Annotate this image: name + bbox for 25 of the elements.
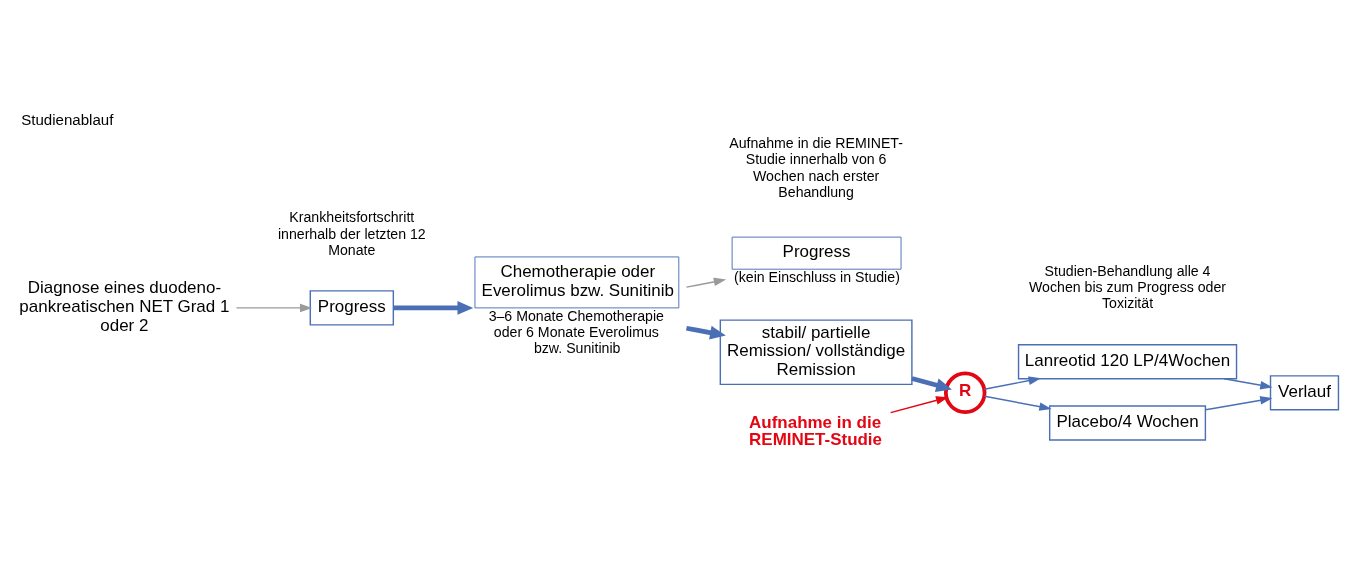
- node-label: 3–6 Monate Chemotherapie oder 6 Monate Everolimus bzw. Sunitinib: [488, 308, 664, 357]
- label: Krankheitsfortschritt innerhalb der letzten 12 Monate: [277, 209, 426, 258]
- node-box: Chemotherapie oder Everolimus bzw. Sunitinib: [474, 256, 680, 309]
- arrow: [911, 376, 952, 392]
- arrow: [685, 277, 727, 288]
- node-box: stabil/ partielle Remission/ vollständige Remission: [719, 319, 913, 386]
- arrow: [686, 325, 726, 340]
- arrow: [393, 300, 474, 315]
- node-text: Diagnose eines duodeno-pankreatischen NET Grad 1 oder 2: [19, 278, 230, 335]
- arrow: [1223, 378, 1273, 390]
- node-box: Progress: [731, 236, 902, 270]
- label: Aufnahme in die REMINET-Studie innerhalb von 6 Wochen nach erster Behandlung: [729, 135, 903, 200]
- node-circle: R: [944, 371, 987, 415]
- node-box: Lanreotid 120 LP/4Wochen: [1017, 344, 1238, 380]
- diagram-title: Studienablauf: [21, 110, 114, 128]
- node-box: Placebo/4 Wochen: [1048, 405, 1207, 441]
- label: Studien-Behandlung alle 4 Wochen bis zum Progress oder Toxizität: [1029, 263, 1227, 312]
- arrow: [235, 303, 313, 313]
- node-box: Verlauf: [1269, 375, 1340, 411]
- node-text: Aufnahme in die REMINET-Studie: [749, 413, 883, 450]
- arrow: [983, 395, 1052, 411]
- node-label: (kein Einschluss in Studie): [734, 269, 900, 286]
- node-box: Progress: [309, 290, 395, 326]
- arrow: [1204, 396, 1273, 411]
- arrow: [983, 376, 1041, 391]
